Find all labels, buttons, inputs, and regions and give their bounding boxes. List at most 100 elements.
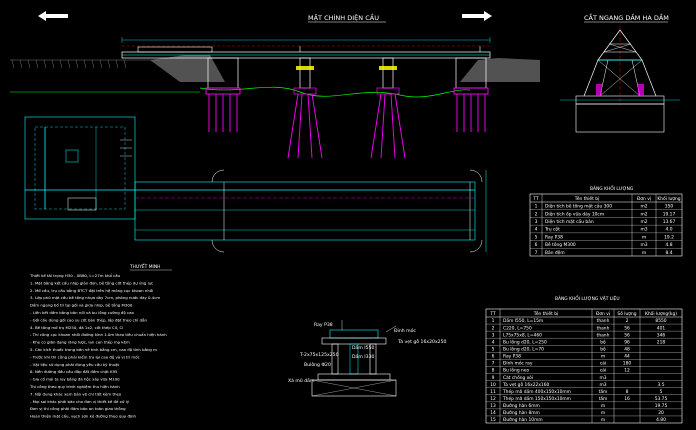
table2-cell-mass: 20 <box>658 410 664 416</box>
notes-line: - Trước khi thi công phải kiểm tra lại c… <box>30 354 140 359</box>
table2-cell-name: Cát chống xói <box>503 374 533 381</box>
table2-cell-unit: cái <box>600 367 606 374</box>
table2-cell-unit: m <box>601 418 605 423</box>
table2-cell-tt: 4 <box>492 339 495 345</box>
table2-cell-unit: tấm <box>599 388 608 395</box>
pier-2 <box>376 57 400 95</box>
table2-cell-mass: 4.80 <box>656 417 666 423</box>
notes-line: 2. Mố cầu, trụ cầu bằng BTCT đặt trên hệ… <box>30 288 153 293</box>
left-direction-arrow-icon <box>38 11 68 21</box>
notes-line: Dầm ngang bố trí tại gối và giữa nhịp, b… <box>30 303 133 308</box>
table2-cell-name: Đường hàn 8mm <box>503 409 540 416</box>
notes-line: Đơn vị thi công phải đảm bảo an toàn gia… <box>30 406 126 411</box>
table1-cell-tt: 6 <box>535 242 538 248</box>
table2-cell-unit: thanh <box>597 318 610 324</box>
table2-cell-unit: bộ <box>600 345 606 352</box>
table2-cell-tt: 1 <box>492 318 495 324</box>
table2-cell-count: 2 <box>626 318 629 324</box>
table2-cell-tt: 10 <box>490 382 496 388</box>
notes-line: Hoàn thiện mặt cầu, vạch sơn kẻ đường th… <box>30 414 136 419</box>
detail-label-left2: Bulông Φ20 <box>304 361 331 368</box>
notes-line: - Mọi sai khác phải báo cho đơn vị thiết… <box>30 399 130 404</box>
table2-cell-count: 12 <box>624 368 630 374</box>
material-table: BẢNG KHỐI LƯỢNG VẬT LIỆU TT Tên thiết bị… <box>485 294 683 424</box>
table1-cell-name: Diện tích mặt cầu bản <box>545 217 594 225</box>
table1-cell-tt: 5 <box>535 234 538 240</box>
table2-cell-name: Dầm I550, L=15m <box>503 316 543 324</box>
table2-cell-count: 96 <box>624 339 630 345</box>
table2-cell-unit: m3 <box>599 375 606 381</box>
plan-deck <box>134 181 476 241</box>
table2-cell-tt: 8 <box>492 368 495 374</box>
table2-cell-name: Bu lông neo <box>503 367 530 374</box>
detail-label-right: Đinh móc <box>394 327 416 334</box>
table1-cell-qty: 4.0 <box>666 227 673 233</box>
table2-cell-tt: 5 <box>492 346 495 352</box>
table1-cell-name: Trụ cột <box>544 226 560 233</box>
table2-cell-tt: 7 <box>492 361 495 367</box>
notes-line: - Liên kết dầm bằng bản nối và bu lông c… <box>30 310 135 315</box>
notes-line: - Thi công cọc khoan nhồi đường kính 1.0… <box>30 332 167 337</box>
plan-left-block <box>24 116 136 220</box>
table2-cell-unit: m <box>601 411 605 416</box>
notes-line: 6. Nền đường đầu cầu đắp đất đầm chặt K9… <box>30 369 118 374</box>
table2-cell-tt: 9 <box>492 375 495 381</box>
cross-section-title: CẮT NGANG DẦM HA DẦM <box>584 12 669 22</box>
notes-line: - Vật liệu sử dụng phải đúng yêu cầu kỹ … <box>30 362 120 367</box>
table2-cell-unit: tấm <box>599 395 608 402</box>
table2-cell-tt: 3 <box>492 332 495 338</box>
left-abutment-piles <box>205 87 241 132</box>
table1-cell-tt: 1 <box>535 204 538 210</box>
table2-cell-name: Tà vẹt gỗ 16x22x160 <box>502 381 549 388</box>
table1-cell-tt: 2 <box>535 211 538 217</box>
table1-cell-name: Ray P38 <box>545 234 563 240</box>
table2-cell-unit: m3 <box>599 382 606 388</box>
table1-cell-qty: 8.4 <box>666 250 673 256</box>
table2-cell-tt: 2 <box>492 325 495 331</box>
notes-line: 3. Lớp phủ mặt cầu bê tông nhựa dày 7cm,… <box>30 295 160 300</box>
table1-cell-unit: m3 <box>640 227 647 233</box>
table1-cell-unit: m3 <box>640 242 647 248</box>
table2-cell-name: Đường hàn 10mm <box>503 416 543 423</box>
table1-title: BẢNG KHỐI LƯỢNG <box>590 184 634 192</box>
table2-title: BẢNG KHỐI LƯỢNG VẬT LIỆU <box>555 294 620 302</box>
pier-1 <box>293 57 317 95</box>
table1-cell-name: Bản đệm <box>545 249 565 256</box>
right-abutment-piles <box>453 87 489 132</box>
t2-head-mass: Khối lượng(kg) <box>645 310 677 317</box>
notes-line: - Gia cố mái ta luy bằng đá hộc xây vữa … <box>30 377 120 382</box>
t1-head-unit: Đơn vị <box>637 196 651 202</box>
elevation-title-group: MẶT CHÍNH DIỆN CẦU <box>38 11 492 23</box>
table1-cell-unit: m2 <box>640 211 647 217</box>
notes-line: 7. Nội dung khác xem bản vẽ chi tiết kèm… <box>30 391 122 396</box>
table1-cell-tt: 4 <box>535 227 538 233</box>
detail-label-left1: T-2x75x125x250 <box>299 352 339 358</box>
table2-cell-name: Đinh móc ray <box>503 360 533 367</box>
table2-cell-unit: thanh <box>597 332 610 338</box>
t1-head-qty: Khối lượng <box>657 195 680 202</box>
table2-cell-count: 180 <box>623 361 632 367</box>
detail-label-right1: Tà vẹt gỗ 16x20x250 <box>397 338 447 345</box>
notes-block: THUYẾT MINH Thiết kế tải trọng H30 - XB8… <box>29 262 172 419</box>
notes-line: Thi công theo quy trình nghiệm thu hiện … <box>29 384 120 389</box>
t2-head-name: Tên thiết bị <box>533 310 559 317</box>
table1-cell-qty: 19.17 <box>663 211 676 217</box>
t1-head-tt: TT <box>532 196 539 202</box>
table2-cell-unit: thanh <box>597 325 610 331</box>
table2-cell-name: Bu lông d20, L=250 <box>503 338 547 345</box>
t1-head-name: Tên thiết bị <box>574 195 600 202</box>
table2-cell-name: Bu lông d20, L=70 <box>503 345 544 352</box>
notes-heading: THUYẾT MINH <box>129 262 160 270</box>
table2-cell-name: Thép mã dầm 400x150x10mm <box>502 387 571 395</box>
quantity-table-small: BẢNG KHỐI LƯỢNG TT Tên thiết bị Đơn vị K… <box>529 184 683 257</box>
notes-line: 1. Mặt bằng kết cấu nhịp giản đơn, bê tô… <box>30 280 153 285</box>
table2-cell-name: C220, L=750 <box>503 325 532 331</box>
table2-cell-count: 8 <box>626 389 629 395</box>
table1-cell-qty: 4.8 <box>666 242 673 248</box>
table1-cell-tt: 3 <box>535 219 538 225</box>
detail-label-beam2: Dầm I330 <box>352 352 374 360</box>
table1-cell-unit: m2 <box>640 219 647 225</box>
table2-cell-mass: 5 <box>660 389 663 395</box>
pier-2-piles <box>370 93 406 159</box>
table2-cell-name: Đường hàn 6mm <box>503 402 540 409</box>
